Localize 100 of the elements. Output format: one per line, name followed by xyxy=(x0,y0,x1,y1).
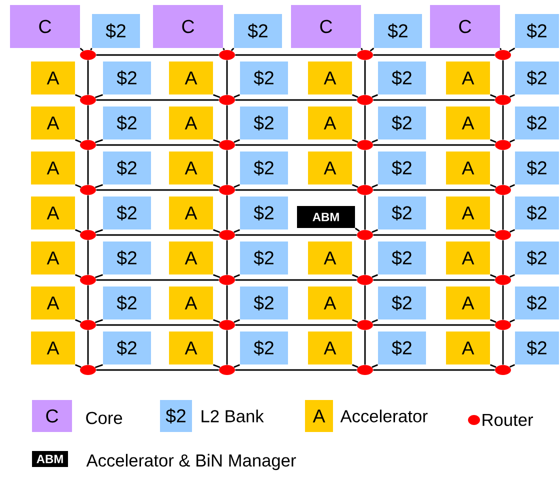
router-dot xyxy=(495,320,511,330)
router-dot xyxy=(219,185,235,195)
accelerator-tile: A xyxy=(31,332,75,364)
link-line xyxy=(94,184,103,188)
core-tile: C xyxy=(10,5,80,48)
link-line xyxy=(230,48,234,52)
link-line xyxy=(87,195,89,230)
link-line xyxy=(213,94,220,98)
link-line xyxy=(364,60,366,95)
l2-bank-tile: $2 xyxy=(378,196,426,230)
link-line xyxy=(75,94,82,98)
l2-bank-tile: $2 xyxy=(515,14,559,48)
l2-bank-tile: $2 xyxy=(240,196,288,230)
link-line xyxy=(80,48,84,52)
link-line xyxy=(213,184,220,188)
link-line xyxy=(372,94,378,98)
router-dot xyxy=(495,50,511,60)
accelerator-tile: A xyxy=(31,286,75,320)
accelerator-tile: A xyxy=(169,196,213,230)
accelerator-tile: A xyxy=(308,62,352,94)
link-line xyxy=(373,189,495,191)
router-dot xyxy=(357,275,373,285)
router-dot xyxy=(219,365,235,375)
link-line xyxy=(213,319,220,323)
link-line xyxy=(502,60,504,95)
link-line xyxy=(372,364,378,368)
link-line xyxy=(509,274,516,278)
link-line xyxy=(90,48,92,50)
link-line xyxy=(490,319,496,323)
link-line xyxy=(373,99,495,101)
link-line xyxy=(94,139,103,144)
accelerator-tile: A xyxy=(169,286,213,320)
accelerator-tile: A xyxy=(169,62,213,94)
l2-bank-tile: $2 xyxy=(515,286,559,320)
link-line xyxy=(364,330,366,365)
router-dot xyxy=(219,320,235,330)
link-line xyxy=(352,274,358,278)
l2-bank-tile: $2 xyxy=(103,196,151,230)
link-line xyxy=(96,324,219,326)
link-line xyxy=(213,274,220,278)
accelerator-tile: A xyxy=(169,106,213,140)
link-line xyxy=(226,285,228,320)
link-line xyxy=(96,279,219,281)
link-line xyxy=(75,184,82,188)
accelerator-tile: A xyxy=(169,152,213,184)
link-line xyxy=(87,105,89,140)
l2-bank-tile: $2 xyxy=(103,62,151,94)
manager-tile: ABM xyxy=(297,206,355,228)
link-line xyxy=(226,105,228,140)
link-line xyxy=(364,105,366,140)
link-line xyxy=(373,54,495,56)
link-line xyxy=(87,60,89,95)
legend-label: Accelerator & BiN Manager xyxy=(86,454,296,470)
link-line xyxy=(352,94,358,98)
link-line xyxy=(502,105,504,140)
router-dot xyxy=(495,230,511,240)
l2-bank-tile: $2 xyxy=(103,242,151,274)
link-line xyxy=(94,319,103,324)
l2-bank-tile: $2 xyxy=(515,152,559,184)
accelerator-tile: A xyxy=(446,332,490,364)
router-dot xyxy=(495,365,511,375)
link-line xyxy=(364,285,366,320)
link-line xyxy=(96,144,219,146)
accelerator-tile: A xyxy=(308,286,352,320)
link-line xyxy=(96,234,219,236)
link-line xyxy=(502,150,504,185)
legend-label: Router xyxy=(482,414,533,426)
l2-bank-tile: $2 xyxy=(92,14,140,48)
l2-bank-tile: $2 xyxy=(103,332,151,364)
link-line xyxy=(509,94,516,98)
link-line xyxy=(234,184,240,188)
link-line xyxy=(75,274,82,278)
router-dot xyxy=(80,185,96,195)
link-line xyxy=(75,229,82,233)
link-line xyxy=(373,279,495,281)
link-line xyxy=(235,99,357,101)
accelerator-tile: A xyxy=(446,106,490,140)
link-line xyxy=(372,139,378,143)
link-line xyxy=(234,229,240,233)
legend-label: L2 Bank xyxy=(202,410,264,422)
link-line xyxy=(235,324,357,326)
link-line xyxy=(213,364,220,368)
accelerator-tile: A xyxy=(31,196,75,230)
accelerator-tile: A xyxy=(31,62,75,94)
router-dot xyxy=(357,365,373,375)
link-line xyxy=(96,369,219,371)
accelerator-tile: A xyxy=(446,286,490,320)
link-line xyxy=(96,189,219,191)
link-line xyxy=(94,229,103,234)
router-dot xyxy=(219,140,235,150)
link-line xyxy=(373,369,495,371)
l2-bank-tile: $2 xyxy=(240,332,288,364)
link-line xyxy=(213,139,220,143)
l2-bank-tile: $2 xyxy=(515,106,559,140)
link-line xyxy=(222,48,225,50)
l2-bank-tile: $2 xyxy=(240,106,288,140)
link-line xyxy=(373,144,495,146)
link-line xyxy=(87,330,89,365)
l2-bank-tile: $2 xyxy=(378,106,426,140)
accelerator-tile: A xyxy=(308,106,352,140)
